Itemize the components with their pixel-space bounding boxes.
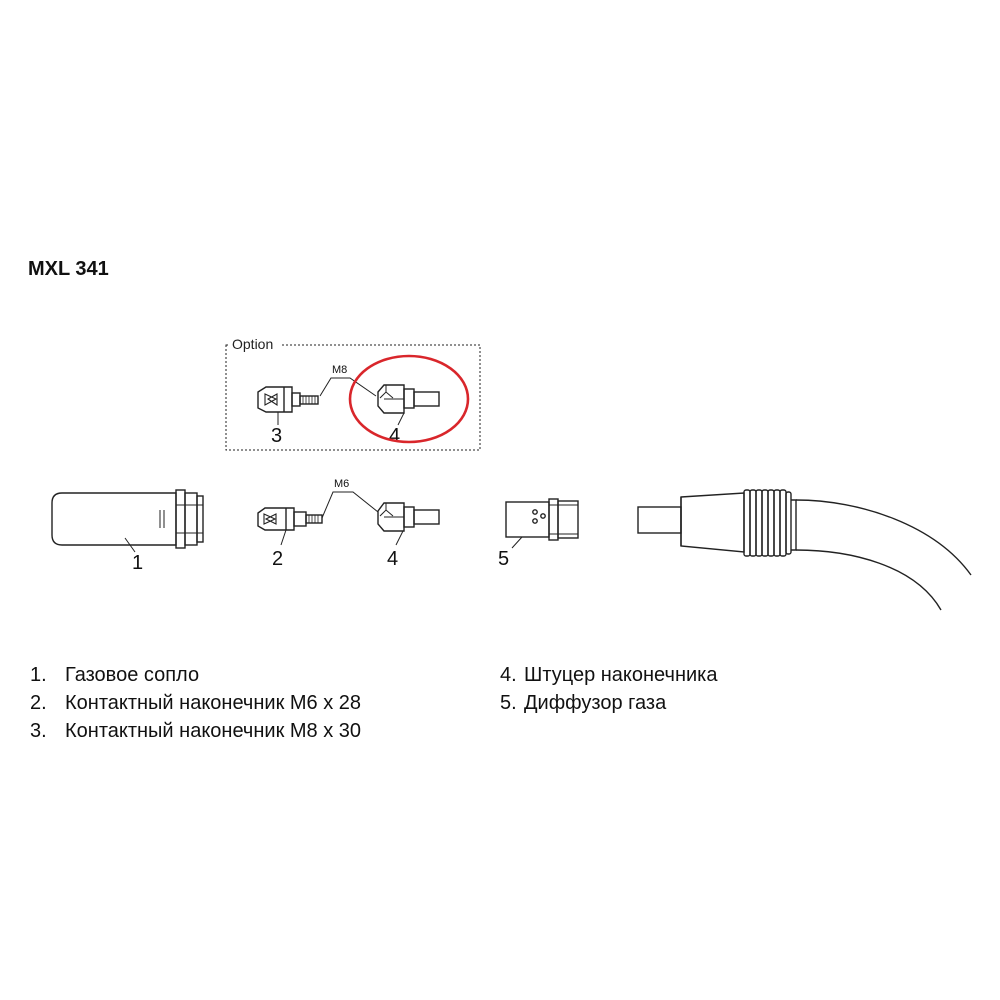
legend-item: 1. Газовое сопло [30, 661, 361, 689]
legend-left: 1. Газовое сопло 2. Контактный наконечник M… [30, 661, 361, 745]
legend-right: 4. Штуцер наконечника 5. Диффузор газа [500, 661, 717, 717]
thread-label-m8: M8 [332, 364, 347, 376]
callout-4: 4 [387, 548, 398, 570]
callout-5: 5 [498, 548, 509, 570]
option-label: Option [232, 336, 273, 352]
legend-item: 3. Контактный наконечник M8 x 30 [30, 717, 361, 745]
diagram-title: MXL 341 [28, 258, 109, 280]
legend-text: Контактный наконечник M6 x 28 [65, 692, 362, 714]
legend-number: 1. [30, 664, 47, 686]
thread-label-m6: M6 [334, 478, 349, 490]
gas-diffuser [505, 498, 579, 549]
legend-number: 4. [500, 664, 517, 686]
callout-1: 1 [132, 552, 143, 574]
contact-tip-m6 [257, 507, 323, 546]
legend-text: Штуцер наконечника [524, 664, 718, 686]
legend-text: Газовое сопло [65, 664, 200, 686]
legend-number: 3. [30, 720, 47, 742]
gas-nozzle [51, 489, 204, 553]
tip-holder-option [377, 384, 440, 426]
option-box [225, 344, 481, 451]
legend-number: 2. [30, 692, 47, 714]
legend-text: Диффузор газа [524, 692, 667, 714]
callout-2: 2 [272, 548, 283, 570]
callout-3: 3 [271, 425, 282, 447]
legend-item: 2. Контактный наконечник M6 x 28 [30, 689, 361, 717]
contact-tip-m8 [257, 386, 319, 425]
torch-neck [637, 489, 972, 611]
legend-text: Контактный наконечник M8 x 30 [65, 720, 362, 742]
tip-holder [377, 502, 440, 546]
callout-4-option: 4 [389, 425, 400, 447]
highlight-circle [348, 354, 470, 444]
legend-number: 5. [500, 692, 517, 714]
legend-item: 4. Штуцер наконечника [500, 661, 717, 689]
legend-item: 5. Диффузор газа [500, 689, 717, 717]
